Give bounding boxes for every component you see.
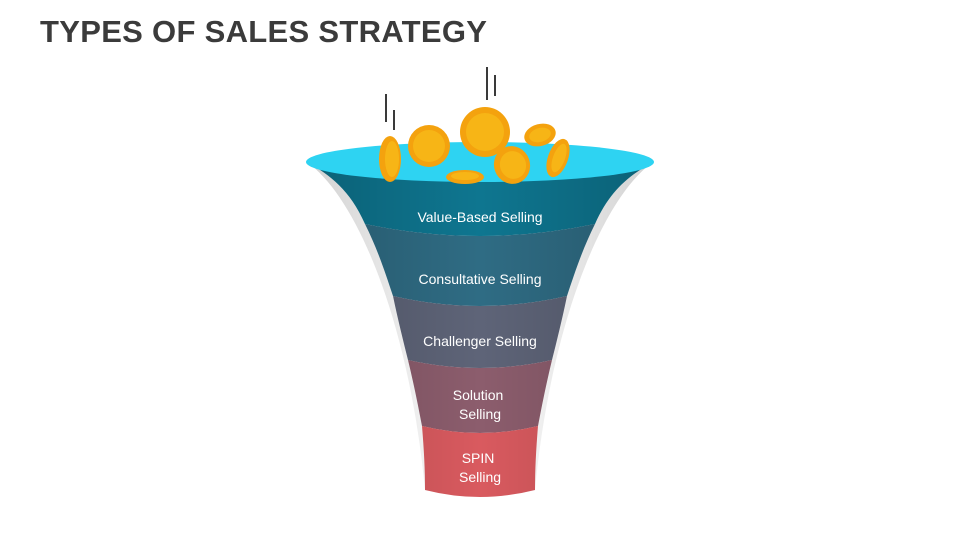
coin-icon (493, 146, 531, 184)
coin-icon (446, 170, 484, 184)
coin-icon (546, 138, 570, 178)
slide-title: TYPES OF SALES STRATEGY (40, 14, 488, 49)
coin-icon (524, 123, 556, 147)
stage-label-1: Value-Based Selling (417, 209, 542, 225)
motion-lines (385, 67, 496, 130)
coin-icon (460, 107, 510, 157)
funnel-stages (307, 162, 653, 497)
stage-label-4: Solution Selling (453, 387, 507, 422)
stage-label-5: SPIN Selling (459, 450, 501, 485)
stage-labels: Value-Based Selling Consultative Selling… (417, 209, 542, 485)
funnel-shading (307, 162, 653, 497)
stage-label-3: Challenger Selling (423, 333, 537, 349)
coin-icon (379, 136, 401, 182)
coin-icon (408, 125, 450, 167)
coins-group (379, 107, 570, 184)
stage-label-2: Consultative Selling (419, 271, 542, 287)
